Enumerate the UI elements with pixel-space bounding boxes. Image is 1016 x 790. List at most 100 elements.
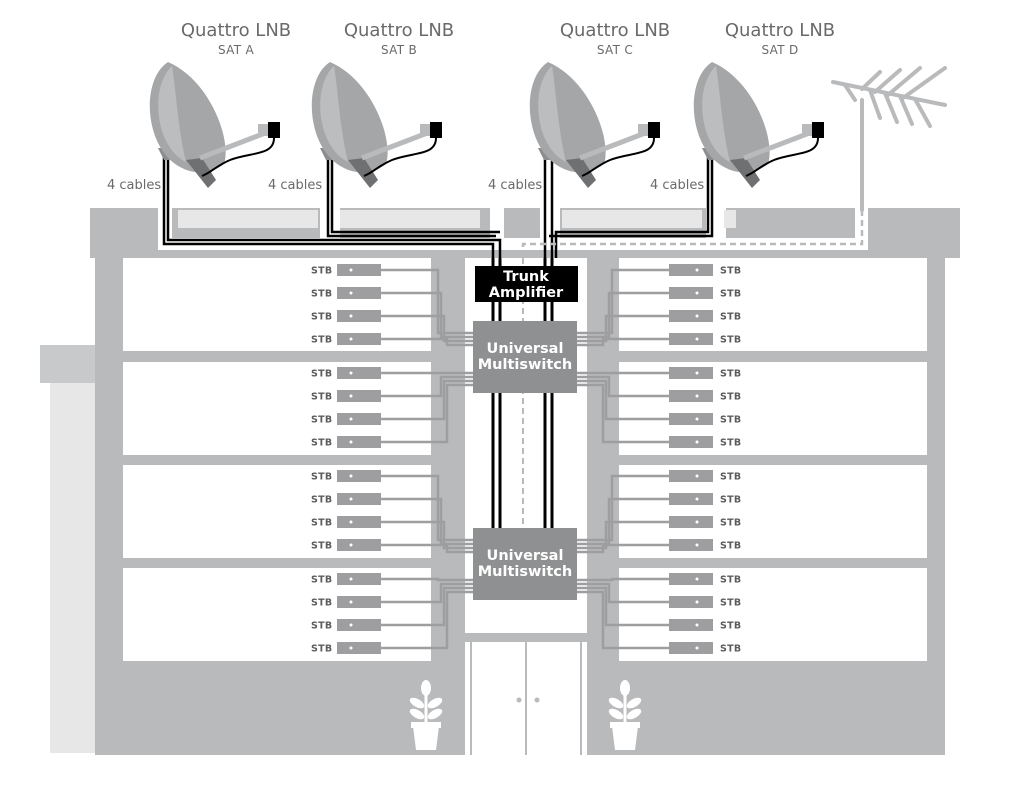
stb-cable	[577, 590, 669, 650]
satellite-dish-icon	[311, 62, 442, 188]
stb-cable	[381, 582, 473, 604]
stb-cable	[381, 586, 473, 627]
stb-left-f1-1: STB	[311, 264, 381, 277]
stb-label: STB	[311, 495, 332, 506]
stb-box	[337, 367, 381, 379]
stb-box	[337, 333, 381, 345]
stb-label: STB	[311, 312, 332, 323]
stb-led	[349, 291, 353, 295]
stb-right-f2-2: STB	[669, 390, 741, 403]
stb-layer: STB STB STB STB STB STB STB STB STB STB STB STB STB S…	[311, 264, 741, 655]
stb-box	[669, 642, 713, 654]
stb-led	[349, 577, 353, 581]
stb-left-f4-1: STB	[311, 573, 381, 586]
stb-led	[349, 474, 353, 478]
stb-left-f4-3: STB	[311, 619, 381, 632]
multiswitch-upper	[473, 321, 577, 393]
multiswitch-upper-line1: Universal	[487, 341, 564, 357]
stb-box	[337, 642, 381, 654]
dish-base-b	[340, 210, 480, 228]
stb-right-f1-3: STB	[669, 310, 741, 323]
stb-cable	[381, 314, 473, 343]
lnb-sub-d: SAT D	[761, 43, 798, 57]
stb-label: STB	[311, 575, 332, 586]
stb-cable	[381, 383, 473, 444]
stb-led	[349, 417, 353, 421]
stb-cable	[381, 379, 473, 421]
cables-label-d: 4 cables	[650, 178, 704, 193]
stb-label: STB	[720, 312, 741, 323]
stb-label: STB	[311, 335, 332, 346]
stb-box	[337, 390, 381, 402]
stb-cable	[381, 474, 473, 542]
stb-led	[695, 291, 699, 295]
stb-label: STB	[720, 598, 741, 609]
stb-label: STB	[720, 335, 741, 346]
dish-base-d	[724, 210, 736, 228]
stb-cable	[577, 383, 669, 444]
stb-box	[337, 573, 381, 585]
stb-label: STB	[720, 518, 741, 529]
stb-led	[349, 440, 353, 444]
stb-led	[695, 520, 699, 524]
floor-panel-right-1	[619, 258, 927, 351]
stb-led	[695, 497, 699, 501]
stb-box	[669, 596, 713, 608]
stb-left-f3-1: STB	[311, 470, 381, 483]
stb-box	[337, 619, 381, 631]
stb-led	[349, 394, 353, 398]
stb-box	[669, 573, 713, 585]
stb-box	[337, 436, 381, 448]
stb-box	[337, 310, 381, 322]
stb-right-f3-1: STB	[669, 470, 741, 483]
floor-panel-left-1	[123, 258, 431, 351]
stb-led	[349, 623, 353, 627]
stb-box	[669, 287, 713, 299]
lnb-title-d: Quattro LNB	[725, 20, 835, 41]
stb-left-f1-3: STB	[311, 310, 381, 323]
trunk-amplifier-line1: Trunk	[503, 269, 549, 285]
stb-right-f1-1: STB	[669, 264, 741, 277]
multiswitch-lower-line2: Multiswitch	[478, 564, 572, 580]
stb-label: STB	[720, 495, 741, 506]
stb-label: STB	[720, 621, 741, 632]
lnb-title-b: Quattro LNB	[344, 20, 454, 41]
stb-box	[669, 333, 713, 345]
stb-cable	[381, 577, 473, 582]
stb-led	[695, 314, 699, 318]
stb-left-f2-2: STB	[311, 390, 381, 403]
stb-cable	[577, 379, 669, 421]
stb-box	[669, 436, 713, 448]
stb-box	[669, 310, 713, 322]
multiswitch-lower	[473, 528, 577, 600]
stb-label: STB	[311, 644, 332, 655]
stb-box	[337, 516, 381, 528]
stb-cable	[381, 543, 473, 554]
stb-cable	[381, 590, 473, 650]
stb-right-f3-4: STB	[669, 539, 741, 552]
stb-cable	[381, 337, 473, 347]
stb-led	[349, 646, 353, 650]
stb-box	[337, 470, 381, 482]
lnb-cables	[162, 155, 714, 258]
satellite-dish-icon	[693, 62, 824, 188]
stb-led	[695, 371, 699, 375]
stb-label: STB	[720, 369, 741, 380]
stb-cable	[577, 337, 669, 347]
stb-label: STB	[311, 541, 332, 552]
stb-label: STB	[311, 392, 332, 403]
stb-cable	[577, 543, 669, 554]
trunk-amplifier	[475, 266, 578, 302]
stb-led	[349, 600, 353, 604]
stb-right-f1-2: STB	[669, 287, 741, 300]
stb-cable	[577, 474, 669, 542]
stb-cable	[577, 375, 669, 398]
stb-label: STB	[311, 472, 332, 483]
satellite-dish-icon	[149, 62, 280, 188]
antenna-icon	[831, 66, 947, 212]
stb-box	[669, 516, 713, 528]
stb-label: STB	[311, 369, 332, 380]
stb-right-f3-3: STB	[669, 516, 741, 529]
stb-label: STB	[311, 266, 332, 277]
